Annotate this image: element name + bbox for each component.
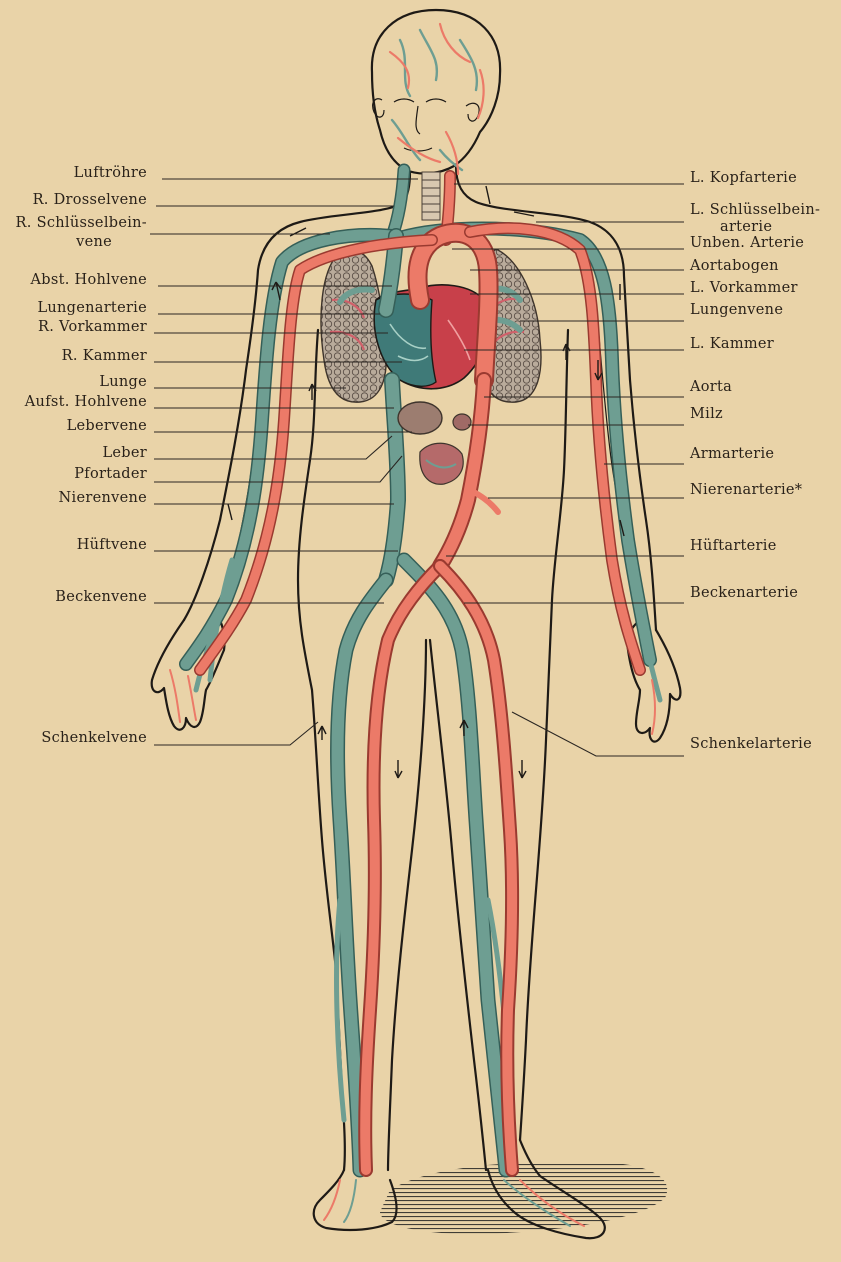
label-l-kopfarterie: L. Kopfarterie [690, 170, 797, 186]
label-milz: Milz [690, 406, 723, 422]
label-r-kammer: R. Kammer [62, 348, 147, 364]
label-l-schluesselbeinarterie-line2: arterie [720, 219, 772, 235]
label-lungenarterie: Lungenarterie [37, 300, 147, 316]
label-l-schluesselbeinarterie-line1: L. Schlüsselbein- [690, 202, 820, 218]
label-l-vorkammer: L. Vorkammer [690, 280, 798, 296]
label-r-schluesselbeinvene-line1: R. Schlüsselbein- [16, 215, 147, 231]
label-leber: Leber [102, 445, 147, 461]
label-nierenarterie: Nierenarterie* [690, 482, 803, 498]
label-pfortader: Pfortader [74, 466, 147, 482]
label-schenkelarterie: Schenkelarterie [690, 736, 812, 752]
label-l-kammer: L. Kammer [690, 336, 774, 352]
label-abst-hohlvene: Abst. Hohlvene [30, 272, 147, 288]
label-r-vorkammer: R. Vorkammer [38, 319, 147, 335]
label-r-schluesselbeinvene-line2: vene [75, 234, 112, 250]
label-schenkelvene: Schenkelvene [41, 730, 147, 746]
label-hueftvene: Hüftvene [77, 537, 147, 553]
label-beckenarterie: Beckenarterie [690, 585, 798, 601]
label-aortabogen: Aortabogen [689, 258, 779, 274]
label-lebervene: Lebervene [67, 418, 147, 434]
label-lungenvene: Lungenvene [690, 302, 783, 318]
label-armarterie: Armarterie [689, 446, 774, 462]
label-beckenvene: Beckenvene [55, 589, 147, 605]
label-unben-arterie: Unben. Arterie [690, 235, 804, 251]
label-luftroehre: Luftröhre [74, 165, 147, 181]
trachea [422, 172, 440, 220]
label-aorta: Aorta [689, 379, 732, 395]
label-lunge: Lunge [99, 374, 147, 390]
label-hueftarterie: Hüftarterie [690, 538, 777, 554]
label-nierenvene: Nierenvene [59, 490, 147, 506]
label-r-drosselvene: R. Drosselvene [33, 192, 147, 208]
label-aufst-hohlvene: Aufst. Hohlvene [24, 394, 147, 410]
